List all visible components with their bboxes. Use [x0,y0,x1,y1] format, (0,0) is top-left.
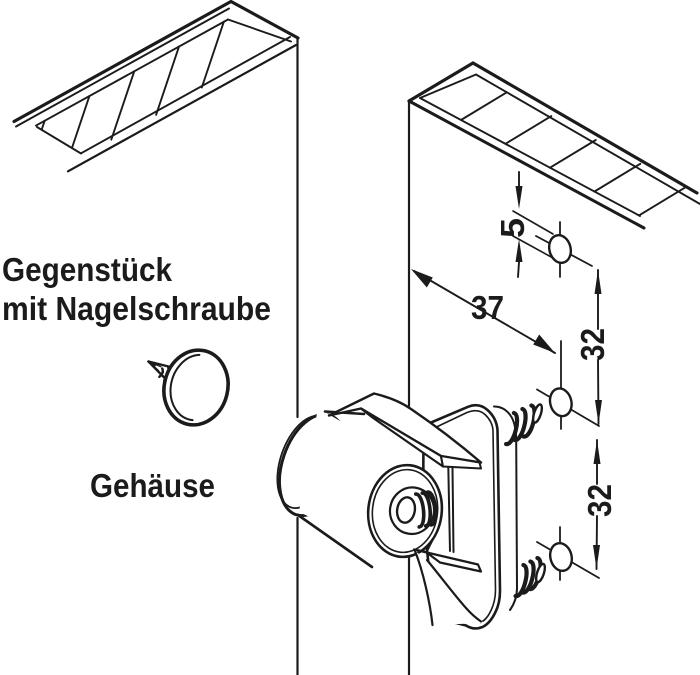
svg-text:37: 37 [471,289,504,326]
svg-text:Gehäuse: Gehäuse [90,467,215,504]
svg-text:Gegenstück: Gegenstück [2,251,173,288]
svg-text:5: 5 [494,218,531,238]
svg-text:mit Nagelschraube: mit Nagelschraube [2,290,271,327]
svg-text:32: 32 [581,484,618,517]
svg-text:32: 32 [574,328,611,361]
